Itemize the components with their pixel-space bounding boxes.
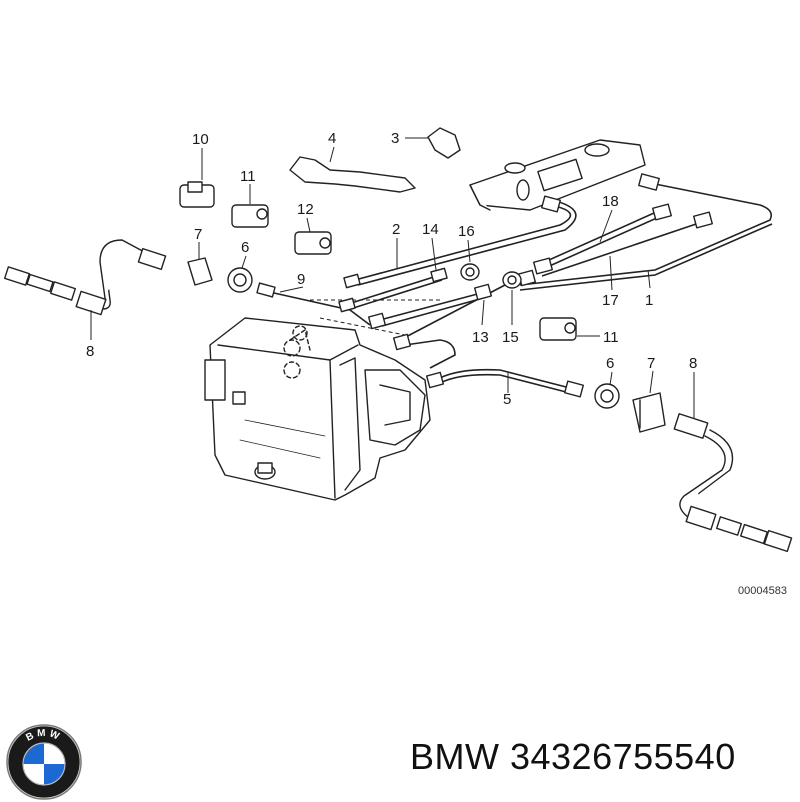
callout-16: 16 — [458, 223, 475, 240]
brand-part-number: BMW 34326755540 — [410, 736, 736, 777]
master-cylinder — [469, 139, 646, 211]
callout-1: 1 — [645, 292, 653, 309]
callout-2: 2 — [392, 221, 400, 238]
callout-5: 5 — [503, 391, 511, 408]
leader-lines — [90, 137, 695, 418]
callout-15: 15 — [502, 329, 519, 346]
callout-13: 13 — [472, 329, 489, 346]
fittings — [187, 173, 713, 433]
callout-11-top: 11 — [240, 168, 256, 185]
drawing-id: 00004583 — [738, 585, 787, 597]
callout-10: 10 — [192, 131, 209, 148]
callout-8-right: 8 — [689, 355, 697, 372]
callout-6-right: 6 — [606, 355, 614, 372]
brake-hose-right — [673, 413, 793, 553]
callout-7-left: 7 — [194, 226, 202, 243]
abs-hydraulic-unit — [204, 317, 431, 501]
callout-6-left: 6 — [241, 239, 249, 256]
callout-labels: 10 4 3 11 12 7 6 9 2 14 16 18 17 1 13 15… — [86, 130, 787, 597]
callout-11-right: 11 — [603, 329, 619, 346]
bmw-logo: BMW — [6, 724, 82, 800]
callout-8-left: 8 — [86, 343, 94, 360]
callout-4: 4 — [328, 130, 336, 147]
callout-3: 3 — [391, 130, 399, 147]
callout-7-right: 7 — [647, 355, 655, 372]
callout-12: 12 — [297, 201, 314, 218]
svg-text:BMW: BMW — [24, 728, 63, 744]
callout-14: 14 — [422, 221, 439, 238]
callout-17: 17 — [602, 292, 619, 309]
callout-9: 9 — [297, 271, 305, 288]
brake-hose-left — [3, 239, 167, 316]
callout-18: 18 — [602, 193, 619, 210]
clips — [179, 127, 577, 341]
logo-text: BMW — [24, 728, 60, 744]
